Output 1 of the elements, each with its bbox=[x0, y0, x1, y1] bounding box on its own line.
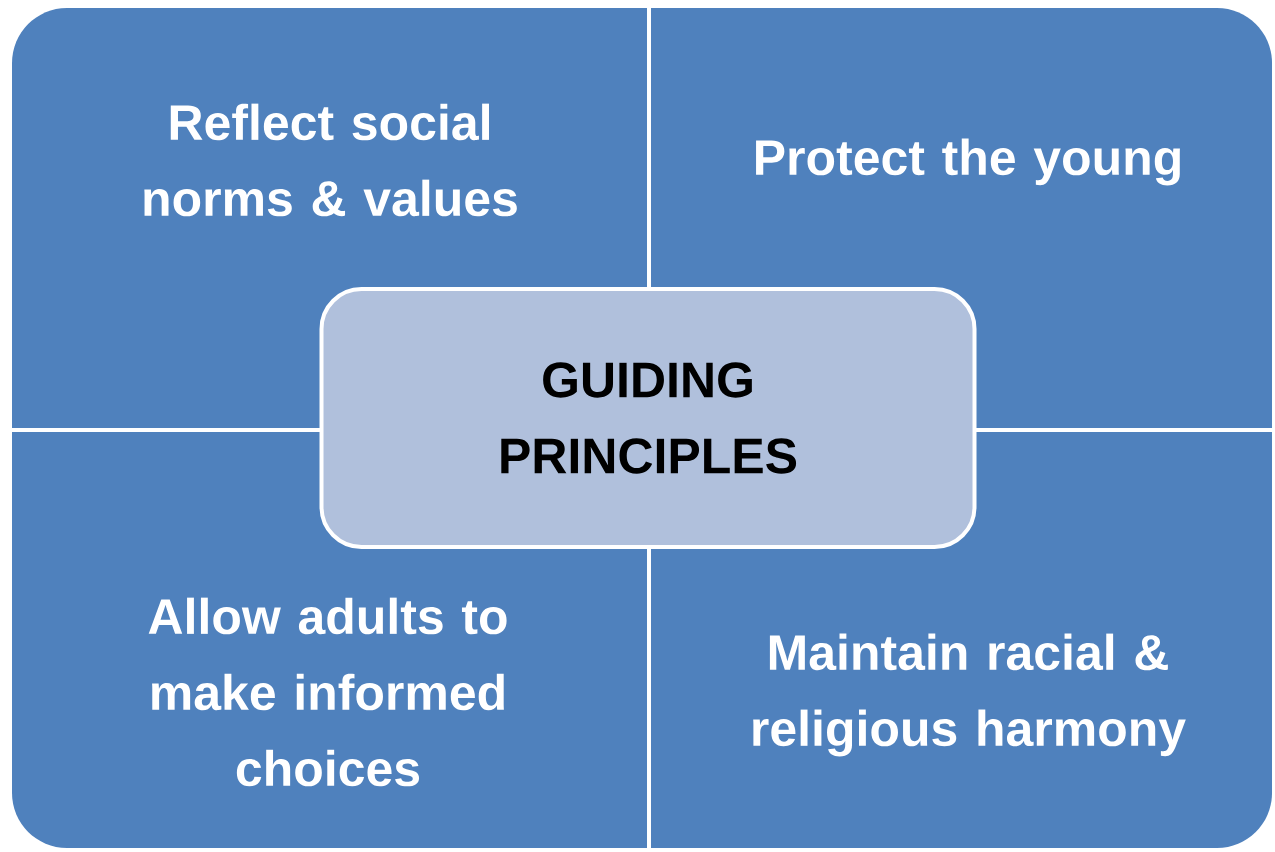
center-box: GUIDING PRINCIPLES bbox=[319, 287, 977, 549]
